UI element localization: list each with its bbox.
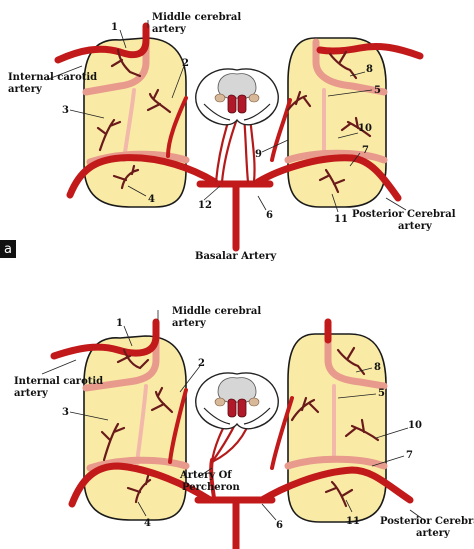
number-7-b: 7: [406, 450, 413, 461]
label-posterior-cerebral-line2-b: artery: [416, 528, 451, 539]
number-3-b: 3: [62, 407, 69, 418]
left-pale-vessel-upper: [82, 26, 150, 96]
right-thalamoperforator-b: [248, 114, 256, 184]
brainstem-cross-section: [195, 68, 279, 126]
label-internal-carotid-line2: artery: [8, 84, 43, 95]
number-10-b: 10: [408, 420, 422, 431]
right-perforator-branch-lower: [318, 168, 346, 194]
label-percheron-line2: Percheron: [182, 482, 241, 493]
right-pale-vessel-lower: [284, 149, 388, 164]
number-5: 5: [374, 85, 381, 96]
number-8-b: 8: [374, 362, 381, 373]
right-pale-vessel-upper: [312, 38, 388, 96]
right-posterior-cerebral-artery: [254, 154, 402, 202]
basilar-artery-b: [194, 496, 276, 549]
label-internal-carotid-line2-b: artery: [14, 388, 49, 399]
left-perforator-branch-mid-b: [150, 386, 174, 414]
number-1: 1: [111, 22, 118, 33]
right-internal-carotid-artery: [316, 42, 424, 60]
right-perforator-branch-lower-b: [324, 480, 354, 508]
left-posterior-communicating-artery-b: [168, 388, 188, 464]
number-3: 3: [62, 105, 69, 116]
label-middle-cerebral-line2-b: artery: [172, 318, 207, 329]
left-pale-vessel-upper-b: [82, 322, 160, 392]
label-basilar-artery: Basalar Artery: [195, 251, 277, 262]
left-perforator-branch-upper: [110, 48, 142, 78]
left-internal-carotid-artery: [54, 22, 150, 64]
number-6-b: 6: [276, 520, 283, 531]
left-posterior-communicating-artery: [166, 96, 188, 158]
number-5-b: 5: [378, 388, 385, 399]
label-internal-carotid-line1-b: Internal carotid: [14, 376, 103, 387]
left-internal-carotid-artery-b: [50, 318, 160, 360]
right-thalamus-lobe-b: [287, 333, 387, 523]
left-pale-vessel-lower-b: [86, 456, 190, 472]
brainstem-cross-section-b: [195, 372, 279, 430]
panel-a-tag: a: [4, 242, 12, 257]
number-8: 8: [366, 64, 373, 75]
left-posterior-cerebral-artery-b: [68, 462, 214, 508]
right-pale-vessel-lower-b: [284, 455, 388, 470]
number-4: 4: [148, 194, 155, 205]
number-11: 11: [334, 214, 348, 225]
number-6: 6: [266, 210, 273, 221]
number-4-b: 4: [144, 518, 151, 529]
right-posterior-cerebral-artery-b: [258, 466, 414, 504]
panel-a-tag-box: [0, 240, 16, 258]
right-thalamoperforator-a: [242, 114, 250, 184]
right-perforator-branch-mid-b: [290, 396, 320, 422]
label-middle-cerebral-line2: artery: [152, 24, 187, 35]
left-perforator-branch-lower-b: [126, 474, 152, 504]
left-thalamus-lobe: [83, 37, 187, 208]
number-7: 7: [362, 145, 369, 156]
left-thalamus-lobe-b: [83, 335, 187, 521]
label-posterior-cerebral-line2: artery: [398, 221, 433, 232]
right-perforator-branch-upper-b: [336, 346, 366, 376]
number-2-b: 2: [198, 358, 205, 369]
right-perforator-branch-upper: [328, 50, 358, 80]
number-1-b: 1: [116, 318, 123, 329]
right-posterior-communicating-artery-b: [270, 396, 294, 470]
right-perforator-branch-lateral-b: [344, 418, 380, 442]
left-posterior-cerebral-artery: [66, 154, 219, 199]
left-thalamoperforator-b: [220, 114, 240, 184]
right-posterior-communicating-artery: [270, 98, 292, 162]
label-posterior-cerebral-line1-b: Posterior Cerebral: [380, 516, 474, 527]
basilar-artery: [196, 180, 274, 252]
left-perforator-branch-lower: [112, 164, 140, 190]
number-12: 12: [198, 200, 212, 211]
number-10: 10: [358, 123, 372, 134]
left-perforator-branch-lateral-b: [100, 422, 126, 462]
label-posterior-cerebral-line1: Posterior Cerebral: [352, 209, 456, 220]
right-perforator-branch-lateral: [340, 116, 372, 138]
number-9: 9: [255, 149, 262, 160]
left-perforator-branch-lateral: [96, 118, 122, 152]
right-perforator-branch-mid: [286, 90, 312, 112]
label-middle-cerebral-line1-b: Middle cerebral: [172, 306, 261, 317]
right-pale-vessel-upper-b: [324, 318, 388, 390]
label-internal-carotid-line1: Internal carotid: [8, 72, 97, 83]
left-perforator-branch-mid: [146, 88, 172, 114]
label-middle-cerebral-line1: Middle cerebral: [152, 12, 241, 23]
panel-b: Middle cerebral artery Internal carotid …: [14, 306, 474, 549]
panel-a: Middle cerebral artery Internal carotid …: [0, 12, 456, 262]
left-perforator-branch-upper-b: [116, 348, 150, 370]
number-11-b: 11: [346, 516, 360, 527]
number-2: 2: [182, 58, 189, 69]
label-percheron-line1: Artery Of: [179, 470, 232, 481]
